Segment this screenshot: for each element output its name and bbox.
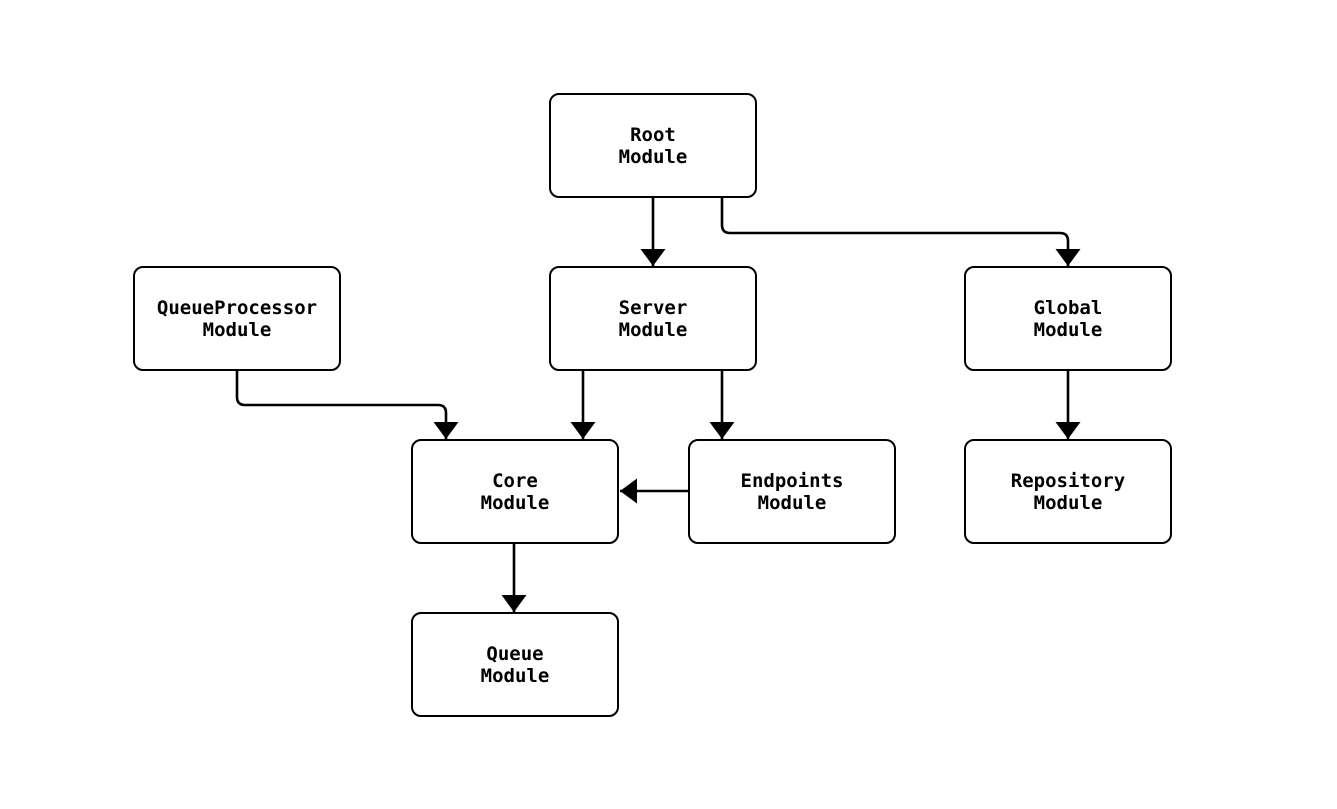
- arrowhead-root-to-global: [1055, 249, 1081, 266]
- arrowhead-root-to-server: [640, 249, 666, 266]
- arrowhead-global-to-repository: [1055, 422, 1081, 439]
- arrowhead-core-to-queue: [501, 595, 527, 612]
- node-label-line: Module: [618, 318, 688, 341]
- node-label-line: Endpoints: [740, 469, 844, 492]
- node-label-line: Queue: [486, 642, 544, 665]
- edge-root-to-global: [720, 198, 1070, 266]
- node-label-line: Repository: [1010, 469, 1126, 492]
- node-label-line: Module: [202, 318, 272, 341]
- arrowhead-queueprocessor-to-core: [433, 422, 459, 439]
- node-label-line: Module: [480, 664, 550, 687]
- node-label-line: Module: [1033, 491, 1103, 514]
- node-label-line: Module: [757, 491, 827, 514]
- node-label-line: Module: [1033, 318, 1103, 341]
- arrowhead-endpoints-to-core: [620, 478, 637, 504]
- node-label-line: Global: [1033, 296, 1103, 319]
- node-label-line: Server: [618, 296, 688, 319]
- node-label-line: QueueProcessor: [156, 296, 318, 319]
- edge-queueprocessor-to-core: [235, 371, 448, 439]
- node-label-line: Module: [480, 491, 550, 514]
- node-label-line: Module: [618, 145, 688, 168]
- arrowhead-server-to-core: [570, 422, 596, 439]
- node-label-line: Core: [492, 469, 538, 492]
- arrowhead-server-to-endpoints: [709, 422, 735, 439]
- node-label-line: Root: [630, 123, 676, 146]
